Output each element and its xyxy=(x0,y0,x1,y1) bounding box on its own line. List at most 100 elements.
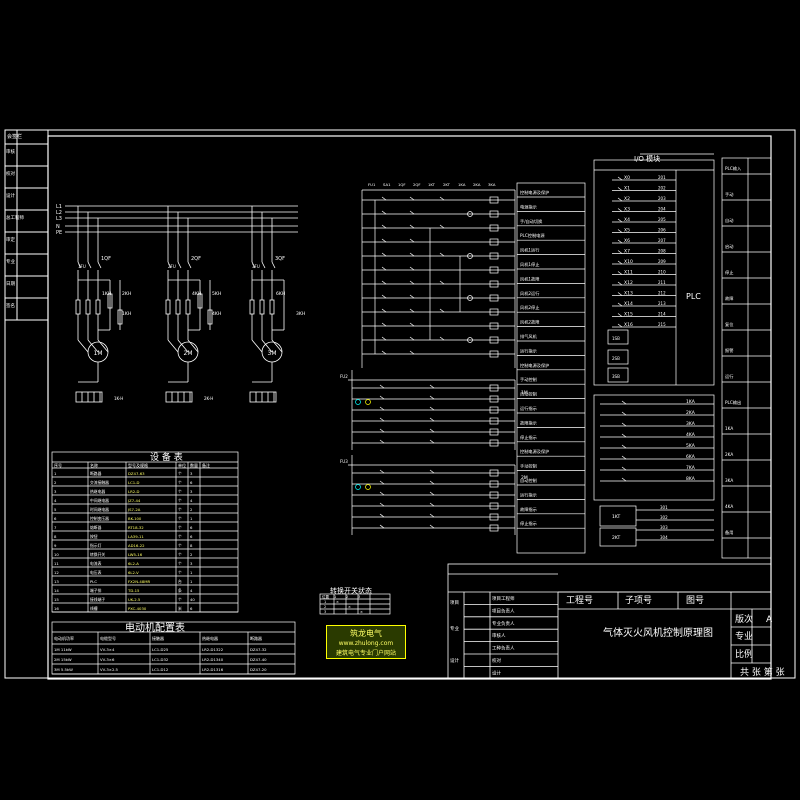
plc-output-number: 303 xyxy=(660,525,668,530)
contact xyxy=(381,224,387,229)
plc-right-strip xyxy=(721,157,772,559)
breaker-contact xyxy=(87,261,92,269)
plc-input-number: 204 xyxy=(658,207,666,212)
relay-label: 4KH xyxy=(212,311,221,317)
title-block-side-label: 专业 xyxy=(450,625,459,632)
equipment-table-cell: 6 xyxy=(190,525,193,530)
plc-output-contact xyxy=(621,422,627,427)
control-description: 风机1故障 xyxy=(520,275,539,282)
plc-input-contact xyxy=(617,281,623,286)
version-label: 版次 xyxy=(735,615,754,625)
equipment-table-cell: AD16-22 xyxy=(128,543,145,548)
contact xyxy=(429,524,435,529)
equipment-table-cell: 2 xyxy=(190,552,193,557)
coil xyxy=(489,294,499,302)
plc-right-label: PLC输入 xyxy=(725,165,742,172)
contact xyxy=(409,266,415,271)
plc-input-number: 205 xyxy=(658,217,666,222)
plc-output-label: 2KA xyxy=(686,410,696,416)
cable-table-cell: VV-3×2.5 xyxy=(100,667,119,672)
control-description-frame xyxy=(516,182,586,554)
cable-table-header: 热继电器 xyxy=(202,635,218,641)
contact xyxy=(429,480,435,485)
control-description: 故障指示 xyxy=(520,506,537,513)
plc-output-contact xyxy=(621,400,627,405)
contact xyxy=(409,252,415,257)
equipment-table-header: 数量 xyxy=(190,462,198,468)
motor-label: 3M xyxy=(268,350,277,357)
motor-feed xyxy=(177,339,189,353)
contact xyxy=(429,384,435,389)
plc-input-number: 211 xyxy=(658,280,666,285)
title-block-side-label: 项目 xyxy=(450,600,459,606)
equipment-table-cell: 1 xyxy=(190,516,193,521)
contactor-coil-box xyxy=(259,299,265,315)
equipment-table-header: 备注 xyxy=(202,462,210,468)
watermark-line2: www.zhulong.com xyxy=(338,640,394,647)
control-top-label: 2QF xyxy=(413,182,421,187)
breaker-label: 1QF xyxy=(101,256,111,262)
control-description: 控制电源及保护 xyxy=(520,448,549,455)
coil xyxy=(489,336,499,344)
coil xyxy=(489,350,499,358)
coil xyxy=(489,469,499,477)
control-description: 电源指示 xyxy=(520,203,537,210)
plc-input-label: X2 xyxy=(624,196,630,202)
equipment-table-cell: 16 xyxy=(54,606,59,611)
cable-table-cell: 3M 5.5kW xyxy=(54,667,73,672)
plc-input-label: X10 xyxy=(624,259,633,265)
contactor-coil-box xyxy=(197,293,203,309)
plc-input-number: 206 xyxy=(658,228,666,233)
plc-input-contact xyxy=(617,271,623,275)
equipment-table-title: 设 备 表 xyxy=(150,453,183,463)
contact xyxy=(379,439,385,444)
plc-timer-label: 1KT xyxy=(612,514,620,520)
plc-input-number: 215 xyxy=(658,322,666,327)
terminal-block xyxy=(165,391,193,403)
coil xyxy=(489,266,499,274)
contact xyxy=(381,350,387,355)
equipment-table-cell: 3 xyxy=(190,489,193,494)
contactor-coil-box xyxy=(117,309,123,325)
control-description: 停止指示 xyxy=(520,520,537,527)
plc-input-number: 209 xyxy=(658,259,666,264)
contactor-coil-box xyxy=(75,299,81,315)
title-block-role: 专业负责人 xyxy=(492,620,515,627)
plc-output-label: 4KA xyxy=(686,432,696,438)
fuse-label: FU2 xyxy=(340,374,348,379)
coil xyxy=(489,224,499,232)
contact xyxy=(429,417,435,422)
equipment-table-cell: 交流接触器 xyxy=(90,480,109,485)
cable-table-header: 电缆型号 xyxy=(100,635,116,641)
equipment-table-cell: 6 xyxy=(190,534,193,539)
plc-input-number: 202 xyxy=(658,186,666,191)
equipment-table-cell: 6L2-V xyxy=(128,570,139,575)
equipment-table-cell: 台 xyxy=(178,579,182,584)
control-description: 运行指示 xyxy=(520,491,537,498)
contact xyxy=(409,224,415,229)
equipment-table-cell: 个 xyxy=(178,570,182,575)
contactor-coil-box xyxy=(269,299,275,315)
terminal-label: 2K-H xyxy=(204,396,213,401)
equipment-table-cell: 热继电器 xyxy=(90,489,105,494)
coil xyxy=(489,406,499,414)
plc-input-label: X15 xyxy=(624,312,633,318)
equipment-table-cell: 电压表 xyxy=(90,570,102,575)
equipment-table-cell: 1 xyxy=(190,570,193,575)
breaker-label: 2QF xyxy=(191,256,201,262)
title-block-side-label: 设计 xyxy=(450,657,459,664)
cable-table-cell: LC1-D25 xyxy=(152,647,169,652)
equipment-table-cell: PLC xyxy=(90,579,97,584)
project-number-label: 工程号 xyxy=(566,596,594,606)
fuse-label: FU3 xyxy=(340,459,348,464)
contactor-label: 4KH xyxy=(192,291,201,297)
contact xyxy=(439,280,445,285)
contact xyxy=(379,384,385,389)
watermark-line1: 筑龙电气 xyxy=(350,629,382,638)
plc-input-label: X3 xyxy=(624,207,630,213)
control-top-label: SA1 xyxy=(383,182,391,187)
breaker-contact xyxy=(251,261,256,269)
relay-label: 1KH xyxy=(122,311,131,317)
equipment-table-cell: 个 xyxy=(178,525,182,530)
equipment-table-cell: 按钮 xyxy=(90,534,98,539)
